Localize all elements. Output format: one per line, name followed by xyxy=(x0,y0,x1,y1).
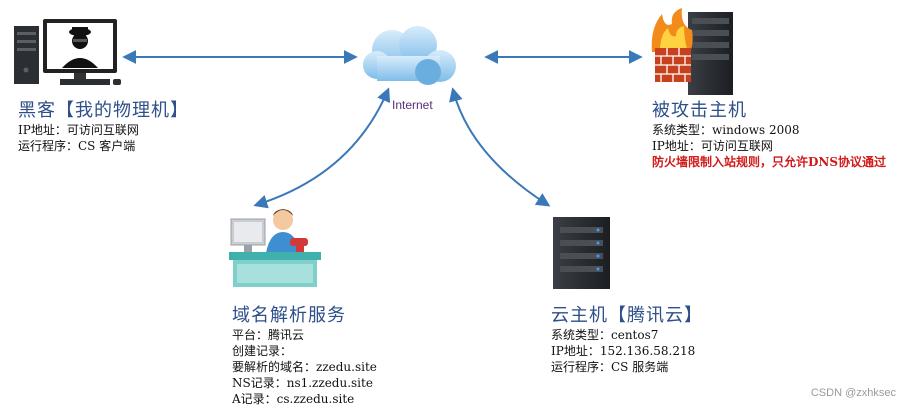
hacker-computer-icon xyxy=(14,19,121,85)
firewall-server-icon xyxy=(651,8,733,95)
hacker-node-info: 黑客【我的物理机】 IP地址：可访问互联网 运行程序：CS 客户端 xyxy=(18,96,189,154)
dns-ns-record-line: NS记录：ns1.zzedu.site xyxy=(232,376,373,390)
dns-service-desk-icon xyxy=(229,209,321,287)
dns-create-record-line: 创建记录： xyxy=(232,344,293,358)
connection-arrows xyxy=(122,50,643,209)
cloud-server-icon xyxy=(553,217,610,289)
csdn-watermark: CSDN @zxhksec xyxy=(810,387,896,399)
cloudhost-node-title: 云主机【腾讯云】 xyxy=(551,305,703,326)
arrow-internet-cloudhost xyxy=(449,87,551,207)
arrow-internet-dns xyxy=(253,87,391,209)
internet-cloud-icon xyxy=(363,26,456,85)
dns-domain-line: 要解析的域名：zzedu.site xyxy=(232,360,377,374)
dns-node-info: 域名解析服务 平台：腾讯云 创建记录： 要解析的域名：zzedu.site NS… xyxy=(232,301,377,407)
hacker-ip-line: IP地址：可访问互联网 xyxy=(18,123,139,137)
target-firewall-warning: 防火墙限制入站规则，只允许DNS协议通过 xyxy=(652,155,887,169)
target-node-info: 被攻击主机 系统类型：windows 2008 IP地址：可访问互联网 防火墙限… xyxy=(652,96,886,170)
target-ip-line: IP地址：可访问互联网 xyxy=(652,139,773,153)
dns-platform-line: 平台：腾讯云 xyxy=(232,328,305,342)
cloudhost-os-line: 系统类型：centos7 xyxy=(551,328,659,342)
hacker-program-line: 运行程序：CS 客户端 xyxy=(18,139,136,153)
target-node-title: 被攻击主机 xyxy=(652,100,747,121)
dns-node-title: 域名解析服务 xyxy=(232,305,346,326)
internet-label: Internet xyxy=(392,98,433,112)
dns-a-record-line: A记录：cs.zzedu.site xyxy=(232,392,355,406)
target-os-line: 系统类型：windows 2008 xyxy=(652,123,800,137)
hacker-node-title: 黑客【我的物理机】 xyxy=(18,100,189,121)
cloudhost-program-line: 运行程序：CS 服务端 xyxy=(551,360,669,374)
cloudhost-node-info: 云主机【腾讯云】 系统类型：centos7 IP地址：152.136.58.21… xyxy=(551,301,703,375)
cloudhost-ip-line: IP地址：152.136.58.218 xyxy=(551,344,696,358)
